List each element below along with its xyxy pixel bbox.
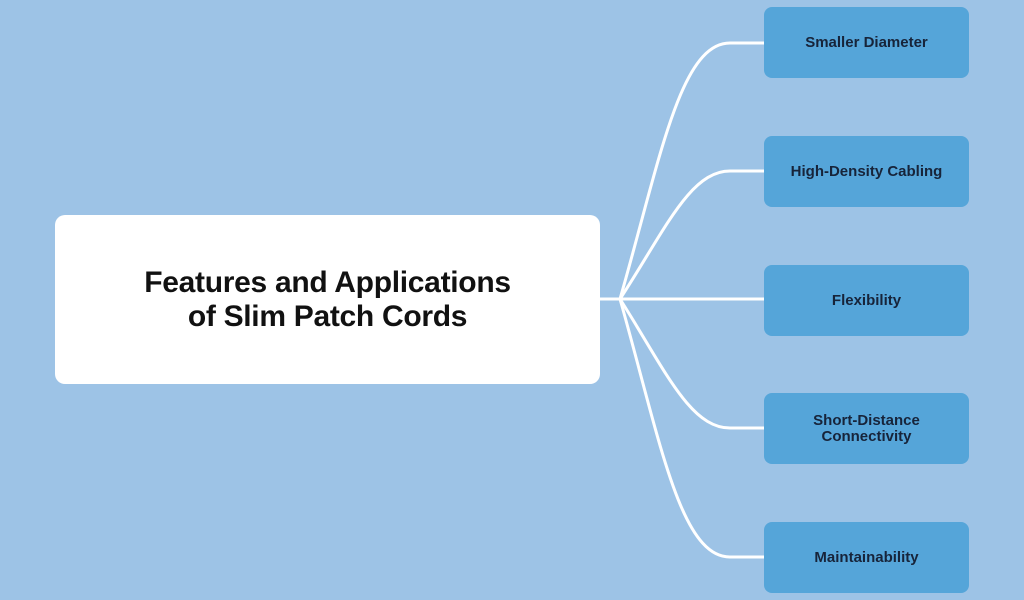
branch-label: Smaller Diameter — [805, 33, 928, 51]
branch-label: Short-Distance Connectivity — [813, 411, 920, 445]
branch-label: High-Density Cabling — [790, 162, 943, 180]
branch-node-smaller-diameter: Smaller Diameter — [764, 7, 969, 78]
branch-node-high-density-cabling: High-Density Cabling — [764, 136, 969, 207]
central-topic-title-line-2: of Slim Patch Cords — [187, 299, 468, 333]
branch-node-short-distance-connectivity: Short-Distance Connectivity — [764, 393, 969, 464]
connector-branch-high-density-cabling — [618, 169, 764, 300]
branch-node-maintainability: Maintainability — [764, 522, 969, 593]
connector-branch-maintainability — [618, 298, 764, 559]
connector-branch-smaller-diameter — [618, 41, 764, 300]
central-topic-title-line-1: Features and Applications — [144, 265, 511, 299]
branch-node-flexibility: Flexibility — [764, 265, 969, 336]
branch-label: Flexibility — [831, 291, 902, 309]
central-topic-title: Features and Applications of Slim Patch … — [144, 265, 511, 334]
branch-label: Maintainability — [814, 548, 919, 566]
central-topic-node: Features and Applications of Slim Patch … — [55, 215, 600, 384]
connector-branch-short-distance-connectivity — [618, 298, 764, 430]
